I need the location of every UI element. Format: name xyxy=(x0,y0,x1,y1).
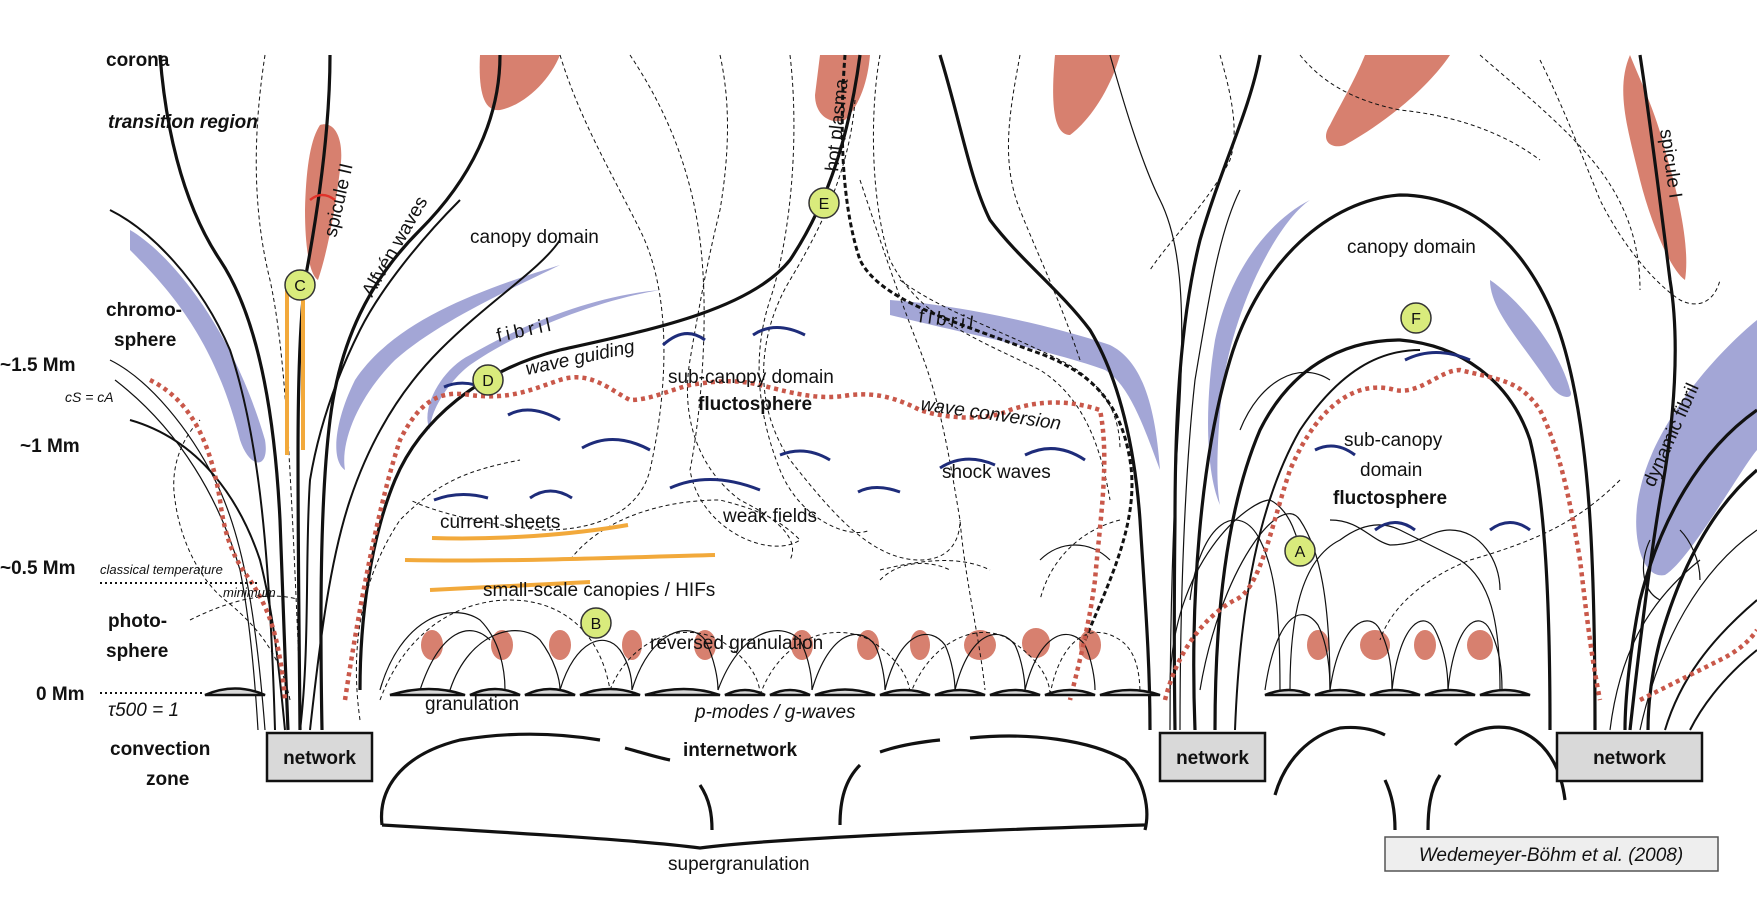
citation-box: Wedemeyer-Böhm et al. (2008) xyxy=(1384,836,1719,872)
label-granulation: granulation xyxy=(425,694,519,715)
reversed-granulation-blobs xyxy=(421,628,1493,660)
label-fluctosphere-left: fluctosphere xyxy=(698,394,812,415)
svg-text:F: F xyxy=(1411,311,1421,328)
marker-b: B xyxy=(580,607,612,639)
label-chromosphere-1: chromo- xyxy=(106,300,182,321)
network-box-middle: network xyxy=(1158,731,1267,783)
label-chromosphere-2: sphere xyxy=(114,330,176,351)
label-photosphere-2: sphere xyxy=(106,641,168,662)
label-classical-temperature: classical temperature xyxy=(100,562,223,577)
label-fluctosphere-right: fluctosphere xyxy=(1333,488,1447,509)
label-supergranulation: supergranulation xyxy=(668,854,810,875)
label-weak-fields: weak fields xyxy=(722,506,817,527)
label-1-mm: ~1 Mm xyxy=(20,436,80,457)
label-convection: convection xyxy=(110,739,210,760)
label-wave-guiding: wave guiding xyxy=(524,336,637,380)
boundary-dashed-line xyxy=(840,54,1134,641)
network-label-left: network xyxy=(283,748,356,769)
current-sheets xyxy=(285,280,716,592)
label-minimum: minimum xyxy=(223,585,276,600)
height-labels: corona transition region chromo- sphere … xyxy=(0,50,276,790)
label-subcanopy-right-1: sub-canopy xyxy=(1344,430,1443,451)
label-zone: zone xyxy=(146,769,189,790)
spicule-shapes xyxy=(305,55,1687,280)
label-wave-conversion: wave conversion xyxy=(919,394,1062,434)
label-small-scale-canopies: small-scale canopies / HIFs xyxy=(483,580,715,601)
label-corona: corona xyxy=(106,50,170,71)
network-box-left: network xyxy=(265,731,374,783)
label-reversed-granulation: reversed granulation xyxy=(650,633,823,654)
label-current-sheets: current sheets xyxy=(440,512,560,533)
label-cs-ca: cS = cA xyxy=(65,389,114,405)
label-transition-region: transition region xyxy=(108,112,258,133)
label-internetwork: internetwork xyxy=(683,740,797,761)
shock-wave-arcs xyxy=(433,326,1531,532)
cs-equals-ca-line xyxy=(148,367,1757,703)
label-p-modes: p-modes / g-waves xyxy=(694,702,856,723)
svg-text:B: B xyxy=(591,616,602,633)
marker-d: D xyxy=(472,364,504,396)
marker-e: E xyxy=(808,187,840,219)
svg-text:D: D xyxy=(482,373,494,390)
label-shock-waves: shock waves xyxy=(942,462,1051,483)
label-tau: τ500 = 1 xyxy=(108,700,179,721)
label-photosphere-1: photo- xyxy=(108,611,167,632)
label-0-5-mm: ~0.5 Mm xyxy=(0,558,76,579)
granulation-cells xyxy=(204,687,1531,697)
label-canopy-domain-right: canopy domain xyxy=(1347,237,1476,258)
thin-field-lines xyxy=(109,54,1757,731)
network-box-right: network xyxy=(1555,731,1704,783)
label-canopy-domain-left: canopy domain xyxy=(470,227,599,248)
network-label-right: network xyxy=(1593,748,1666,769)
svg-text:E: E xyxy=(819,196,830,213)
label-subcanopy-right-2: domain xyxy=(1360,460,1422,481)
marker-c: C xyxy=(284,269,316,301)
label-0-mm: 0 Mm xyxy=(36,684,85,705)
region-labels: spicule II Alfvén waves canopy domain fi… xyxy=(320,77,1703,875)
label-subcanopy-left: sub-canopy domain xyxy=(668,367,834,388)
small-loops xyxy=(379,612,1503,691)
fibril-shapes xyxy=(130,200,1757,576)
label-alfven-waves: Alfvén waves xyxy=(358,193,432,300)
citation-text: Wedemeyer-Böhm et al. (2008) xyxy=(1419,845,1683,866)
label-fibril-left: fibril xyxy=(495,314,557,347)
supergranulation-cells xyxy=(379,725,1567,850)
svg-text:C: C xyxy=(294,278,306,295)
svg-text:A: A xyxy=(1295,544,1306,561)
label-1-5-mm: ~1.5 Mm xyxy=(0,355,76,376)
marker-a: A xyxy=(1284,535,1316,567)
dashed-field-lines xyxy=(173,54,1721,721)
spicule-cap xyxy=(309,193,336,202)
network-label-middle: network xyxy=(1176,748,1249,769)
thick-field-lines xyxy=(158,54,1757,731)
marker-f: F xyxy=(1400,302,1432,334)
